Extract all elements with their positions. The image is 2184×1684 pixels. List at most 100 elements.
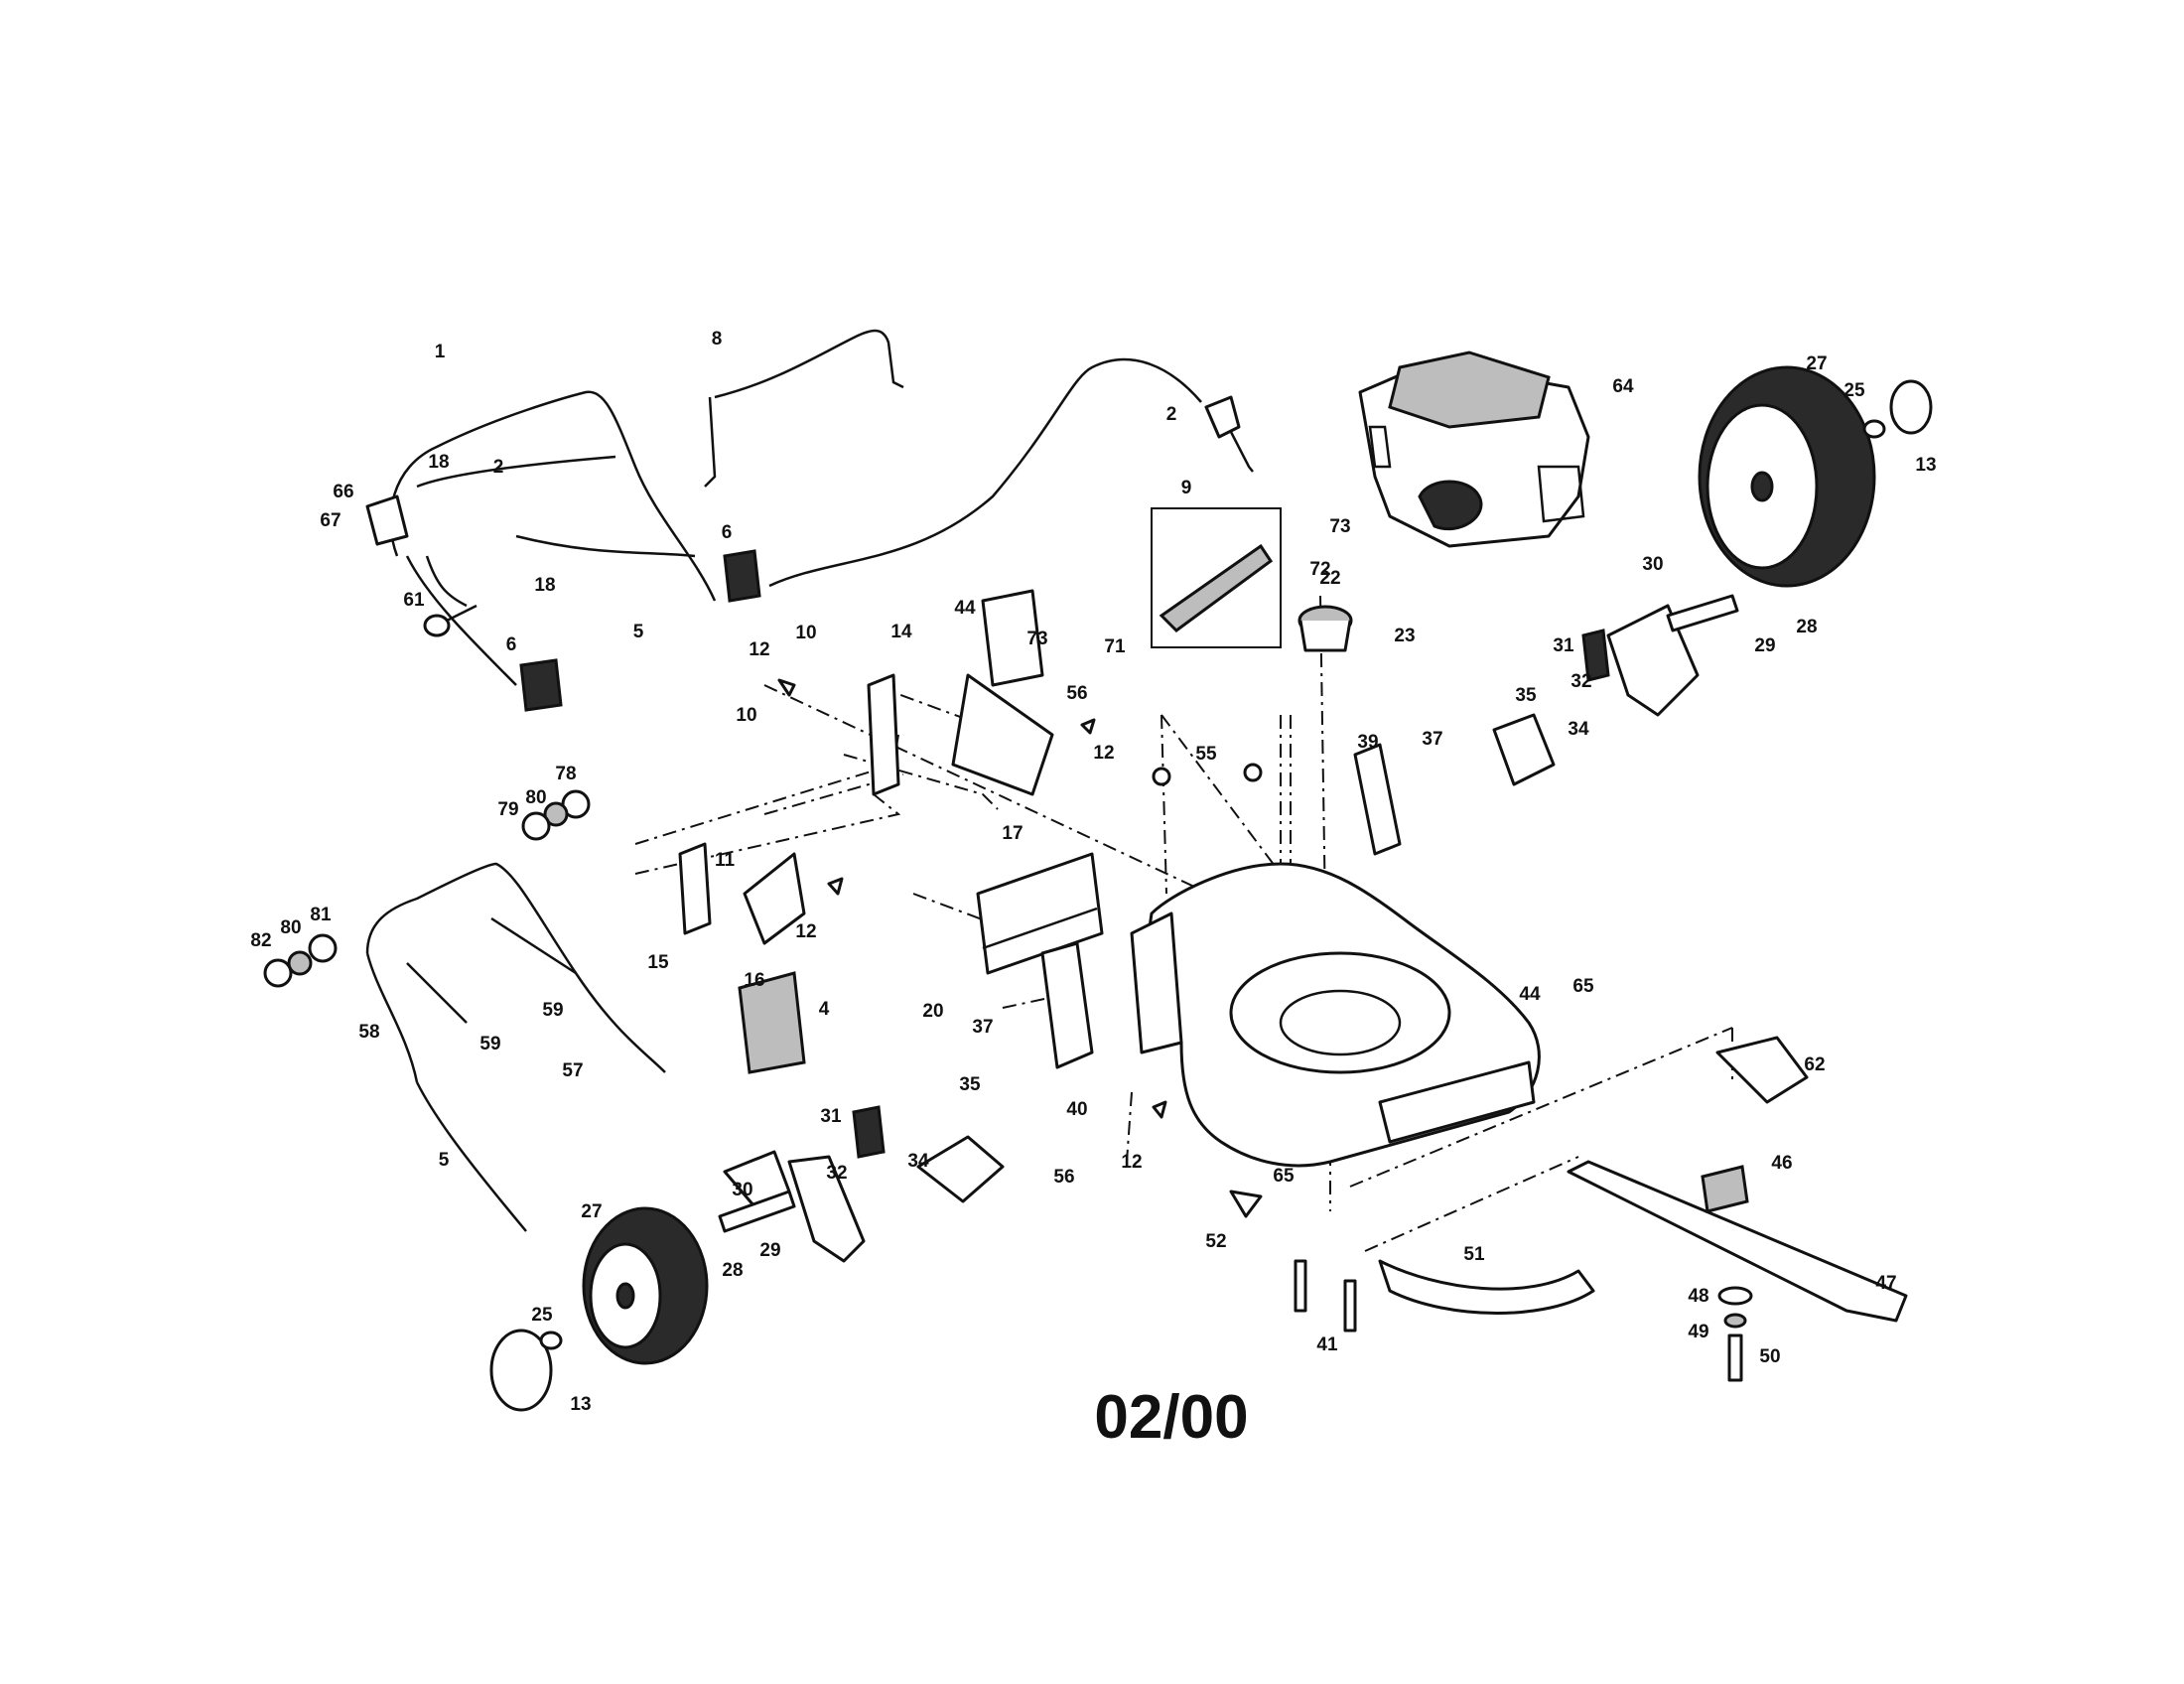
- callout-82: 82: [250, 930, 271, 951]
- date-code: 02/00: [1094, 1383, 1248, 1452]
- callout-12a: 12: [749, 639, 769, 660]
- callout-2a: 2: [493, 457, 504, 478]
- callout-29b: 29: [759, 1240, 780, 1261]
- callout-78: 78: [555, 764, 576, 784]
- callout-61: 61: [403, 590, 425, 611]
- callout-20: 20: [922, 1001, 943, 1022]
- callout-18a: 18: [428, 452, 449, 473]
- callout-56b: 56: [1053, 1167, 1074, 1188]
- hinge-bracket-right: [867, 673, 900, 796]
- control-cable-right: [768, 357, 1254, 588]
- callout-48: 48: [1688, 1286, 1708, 1307]
- callout-35a: 35: [1515, 685, 1537, 706]
- callout-50: 50: [1759, 1346, 1780, 1367]
- axle-left: [718, 1190, 796, 1233]
- callout-25b: 25: [531, 1305, 553, 1326]
- callout-34a: 34: [1568, 719, 1589, 740]
- callout-32a: 32: [1570, 671, 1591, 692]
- callout-56a: 56: [1066, 683, 1087, 704]
- callout-31b: 31: [820, 1106, 842, 1127]
- mulch-plug: [738, 971, 806, 1074]
- callout-12c: 12: [795, 921, 816, 942]
- callout-49: 49: [1688, 1322, 1708, 1342]
- callout-46: 46: [1771, 1153, 1792, 1174]
- callout-58: 58: [358, 1022, 379, 1043]
- callout-67: 67: [320, 510, 341, 531]
- bolt-12d: [1152, 1100, 1167, 1119]
- bolt-12c: [827, 877, 844, 896]
- callout-71: 71: [1104, 636, 1126, 657]
- cable-guide-66: [365, 494, 409, 546]
- front-wheel-right: [1698, 365, 1876, 588]
- chute-mount: [743, 852, 806, 945]
- handle-knob-6a: [723, 549, 761, 603]
- callout-52: 52: [1205, 1231, 1226, 1252]
- bail-rod: [704, 329, 904, 488]
- hubcap-right: [1862, 379, 1933, 439]
- callout-14: 14: [890, 622, 912, 642]
- callout-11: 11: [715, 850, 736, 871]
- blade-adapter: [1297, 605, 1353, 652]
- blade: [1567, 1160, 1908, 1323]
- callout-80b: 80: [280, 917, 301, 938]
- callout-57: 57: [562, 1060, 583, 1081]
- callout-22: 22: [1319, 568, 1340, 589]
- callout-10b: 10: [736, 705, 756, 726]
- callout-27a: 27: [1806, 353, 1827, 374]
- callout-30b: 30: [732, 1180, 752, 1200]
- callout-12d: 12: [1121, 1152, 1142, 1173]
- baffle-51: [1378, 1259, 1595, 1315]
- callout-80a: 80: [525, 787, 546, 808]
- bolts-41: [1294, 1259, 1357, 1333]
- eyebolt-61: [423, 604, 478, 637]
- callout-34b: 34: [907, 1151, 929, 1172]
- blade-adapter-46: [1701, 1165, 1749, 1213]
- callout-labels: 1 2 2 4 5 5 6 6 8 9 10 10 11 12 12 12 12…: [250, 329, 1936, 1415]
- rear-bracket: [981, 589, 1044, 687]
- height-adjuster-right: [1353, 604, 1700, 856]
- callout-4: 4: [819, 999, 830, 1020]
- callout-51: 51: [1463, 1244, 1485, 1265]
- callout-35b: 35: [959, 1074, 981, 1095]
- callout-37b: 37: [972, 1017, 993, 1038]
- callout-25a: 25: [1843, 380, 1865, 401]
- callout-62: 62: [1804, 1054, 1825, 1075]
- callout-81: 81: [310, 905, 332, 925]
- callout-66: 66: [333, 482, 353, 502]
- callout-10a: 10: [795, 623, 816, 643]
- callout-8: 8: [712, 329, 723, 350]
- callout-17: 17: [1002, 823, 1023, 844]
- callout-6b: 6: [506, 634, 517, 655]
- callout-9: 9: [1181, 478, 1192, 498]
- axle-right: [1666, 594, 1739, 632]
- callout-40: 40: [1066, 1099, 1087, 1120]
- stiffener-62: [1715, 1036, 1809, 1104]
- callout-2b: 2: [1166, 404, 1177, 425]
- callout-47: 47: [1875, 1273, 1896, 1294]
- plug-52: [1229, 1190, 1263, 1218]
- callout-30a: 30: [1642, 554, 1663, 575]
- callout-13b: 13: [570, 1394, 591, 1415]
- callout-16: 16: [744, 970, 764, 991]
- callout-15: 15: [647, 952, 669, 973]
- callout-72: 72: [1309, 559, 1330, 580]
- callout-13a: 13: [1915, 455, 1936, 476]
- callout-59a: 59: [542, 1000, 563, 1021]
- callout-39: 39: [1357, 732, 1378, 753]
- callout-28b: 28: [722, 1260, 743, 1281]
- engine: [1358, 351, 1590, 548]
- callout-44b: 44: [1519, 984, 1541, 1005]
- callout-12b: 12: [1093, 743, 1114, 764]
- height-adjuster-left: [723, 1105, 1005, 1263]
- callout-32b: 32: [826, 1163, 847, 1184]
- callout-6a: 6: [722, 522, 733, 543]
- control-box-frame: [1151, 507, 1282, 648]
- callout-29a: 29: [1754, 635, 1775, 656]
- callout-73b: 73: [1026, 629, 1047, 649]
- callout-64: 64: [1612, 376, 1634, 397]
- callout-73a: 73: [1329, 516, 1350, 537]
- discharge-chute: [951, 673, 1054, 796]
- rear-flap: [976, 852, 1104, 975]
- control-cable-left: [425, 534, 696, 608]
